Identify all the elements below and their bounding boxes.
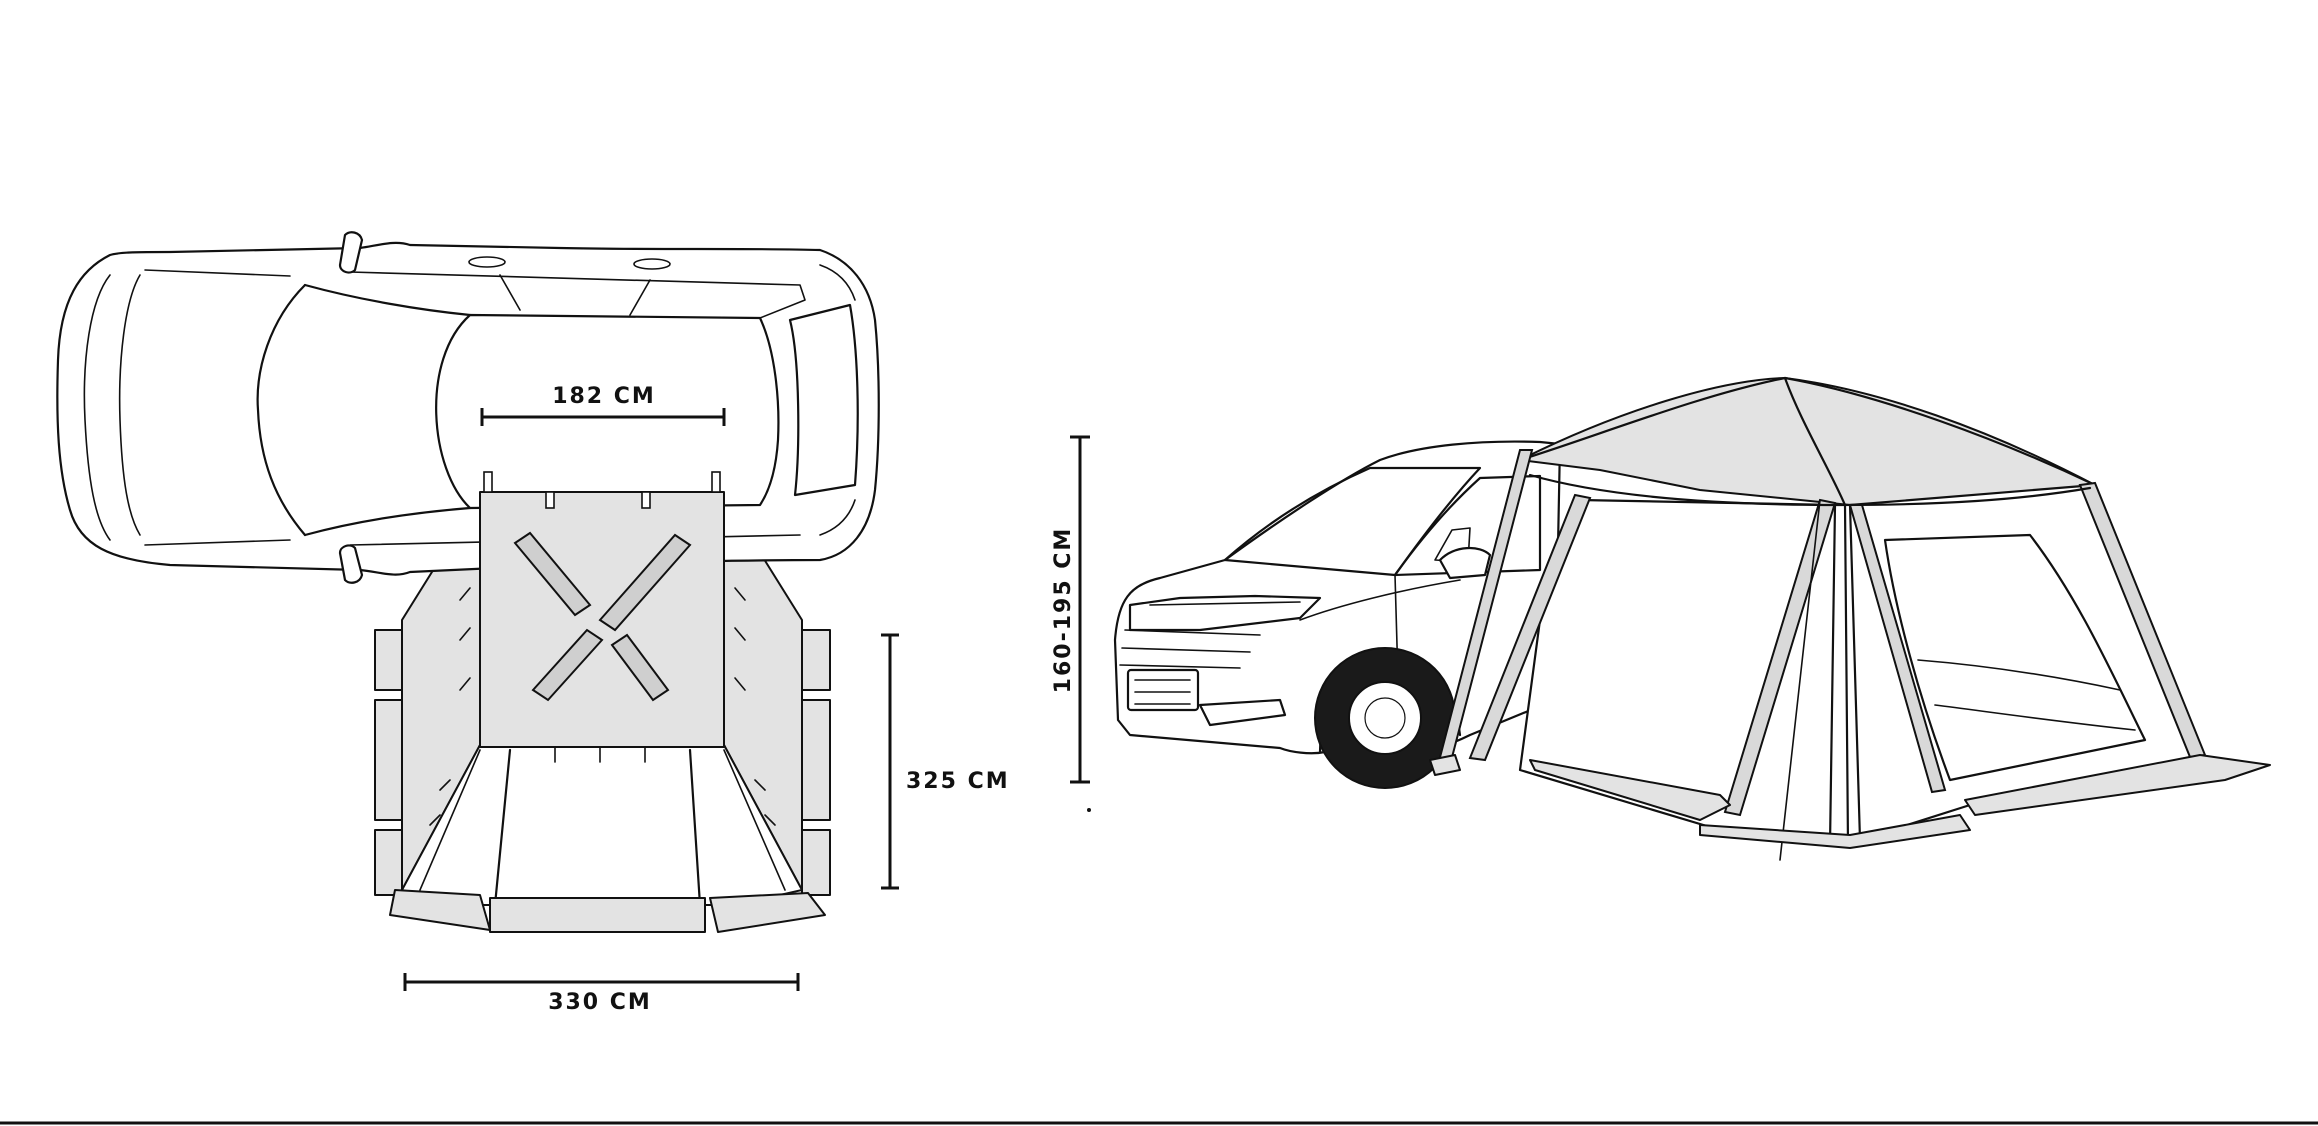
dimension-tent-width: 330 CM: [403, 973, 800, 1015]
car-body-outline: [56, 241, 880, 576]
tent-canopy: [1519, 377, 2096, 506]
top-view: 182 CM 325 CM 330 CM: [56, 231, 1010, 1015]
side-view: 160-195 CM: [1051, 376, 2271, 861]
tent-top-view: [374, 494, 831, 933]
dimension-tent-height: 160-195 CM: [1051, 435, 1090, 784]
tent-ground-skirt: [1529, 759, 1731, 821]
car-width-label: 182 CM: [552, 384, 656, 409]
car-top-view: [56, 231, 880, 584]
tent-height-label: 160-195 CM: [1051, 527, 1076, 694]
stray-dot: [1087, 808, 1091, 812]
tent-bottom-flap-left: [389, 889, 491, 931]
tent-side-view: [1429, 376, 2271, 861]
car-side-view: [1113, 440, 1562, 789]
dimension-tent-depth: 325 CM: [881, 633, 1010, 890]
tent-bottom-flap-center: [489, 897, 706, 933]
tent-roof-panel: [479, 471, 725, 748]
tent-depth-label: 325 CM: [906, 769, 1010, 794]
tent-width-label: 330 CM: [548, 990, 652, 1015]
dimension-car-width: 182 CM: [480, 384, 726, 426]
tent-bottom-flap-right: [709, 892, 826, 933]
